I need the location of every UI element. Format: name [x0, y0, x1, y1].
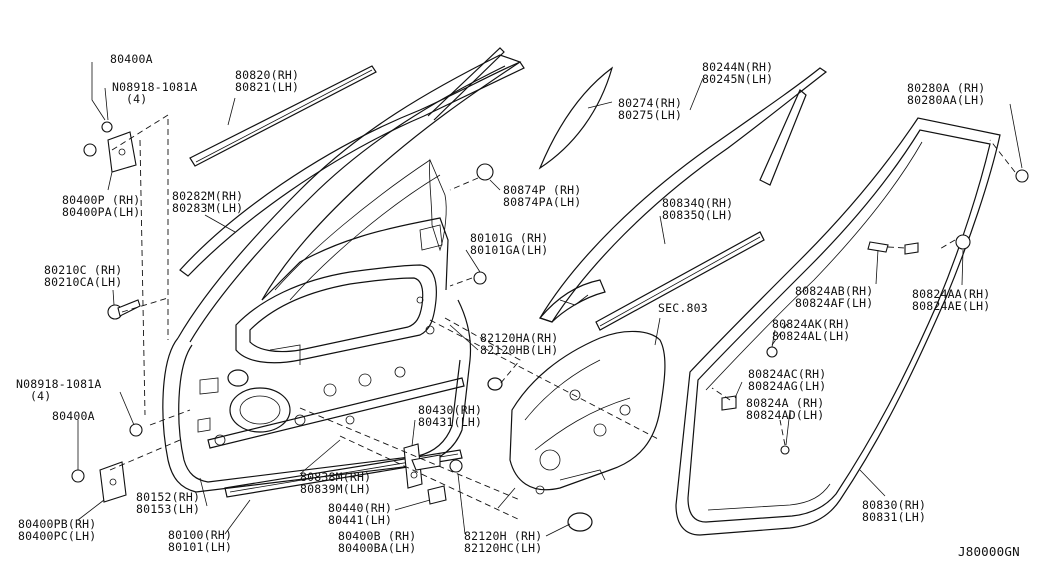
label-inner-strip: 80834Q(RH)80835Q(LH) — [662, 196, 734, 222]
striker-drawing — [403, 443, 463, 505]
label-outer-strip: 80820(RH)80821(LH) — [235, 68, 300, 94]
label-corner-glass: 80274(RH)80275(LH) — [618, 96, 683, 122]
sash-seal-drawing — [179, 61, 525, 277]
label-weatherstrip: 80830(RH)80831(LH) — [862, 498, 927, 524]
outer-strip-drawing — [189, 65, 377, 167]
sealing-screen-drawing — [509, 330, 666, 495]
weatherstrip-drawing — [675, 117, 1001, 536]
label-hinge-bolt-bottom: 80400A — [52, 409, 95, 423]
label-nut-bottom: N08918-1081A(4) — [16, 377, 102, 403]
inner-strip-drawing — [595, 231, 765, 331]
door-panel-drawing — [162, 54, 522, 498]
label-lower-seal: 80152(RH)80153(LH) — [136, 490, 201, 516]
hinges-drawing — [71, 121, 494, 503]
label-cap-seal: 82120HA(RH)82120HB(LH) — [480, 331, 559, 357]
label-clip-a: 80824A (RH)80824AD(LH) — [746, 396, 825, 422]
label-sash-trim: 80244N(RH)80245N(LH) — [702, 60, 774, 86]
label-hinge-bolt-top: 80400A — [110, 52, 153, 66]
label-clip-ac: 80824AC(RH)80824AG(LH) — [748, 367, 827, 393]
leader-lines — [77, 62, 1023, 537]
label-sealing-screen: 82120H (RH)82120HC(LH) — [464, 529, 543, 555]
label-clip-ab: 80824AB(RH)80824AF(LH) — [795, 284, 874, 310]
label-striker: 80430(RH)80431(LH) — [418, 403, 483, 429]
label-hinge-lower: 80400PB(RH)80400PC(LH) — [18, 517, 97, 543]
clips-drawing — [721, 169, 1029, 455]
label-clip-aa: 80824AA(RH)80824AE(LH) — [912, 287, 991, 313]
label-hinge-upper: 80400P (RH)80400PA(LH) — [62, 193, 141, 219]
cap-drawing — [487, 377, 503, 391]
label-nut-top: N08918-1081A(4) — [112, 80, 198, 106]
label-grommet: 80874P (RH)80874PA(LH) — [503, 183, 582, 209]
diagram-code: J80000GN — [958, 544, 1020, 559]
label-bolt-striker: 80400B (RH)80400BA(LH) — [338, 529, 417, 555]
label-bracket: 80440(RH)80441(LH) — [328, 501, 393, 527]
assembly-lines — [109, 114, 1016, 521]
label-clip-ak: 80824AK(RH)80824AL(LH) — [772, 317, 851, 343]
label-clip-top: 80280A (RH)80280AA(LH) — [907, 81, 986, 107]
label-check-link: 80210C (RH)80210CA(LH) — [44, 263, 123, 289]
label-sash-seal: 80282M(RH)80283M(LH) — [172, 189, 244, 215]
plug-drawing — [567, 512, 593, 532]
label-door-panel: 80100(RH)80101(LH) — [168, 528, 233, 554]
label-sec-ref: SEC.803 — [658, 301, 708, 315]
label-bumper: 80101G (RH)80101GA(LH) — [470, 231, 549, 257]
sash-trim-drawing — [539, 67, 828, 323]
corner-glass-drawing — [538, 66, 614, 170]
label-sill-seal: 80838M(RH)80839M(LH) — [300, 470, 372, 496]
